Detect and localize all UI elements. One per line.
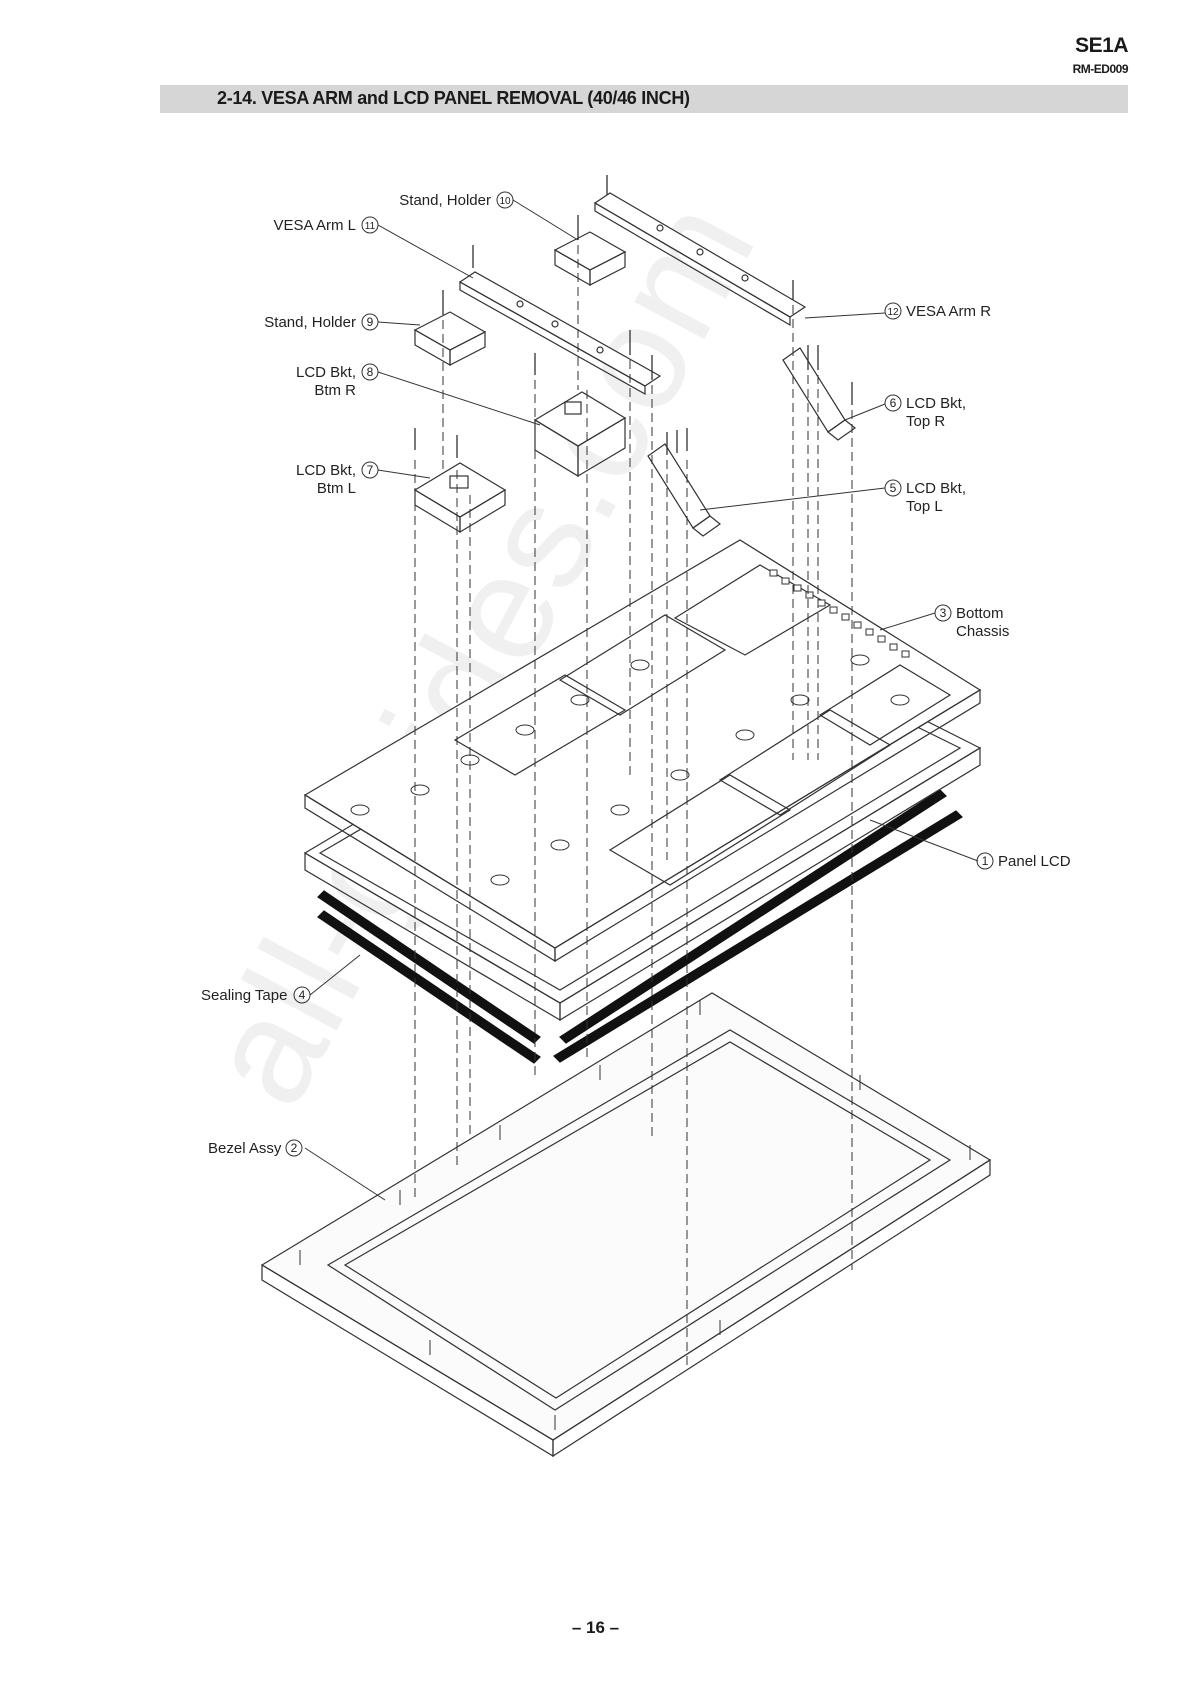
- lcd-bkt-top-l-part: [648, 444, 720, 536]
- callout-number-12: 12: [887, 307, 899, 318]
- vesa-arm-r-part: [595, 193, 805, 325]
- callout-number-9: 9: [367, 315, 374, 329]
- label-lcd-bkt-btm-r: LCD Bkt,: [296, 364, 356, 381]
- bezel-assy-part: [262, 993, 990, 1456]
- callout-number-6: 6: [890, 396, 897, 410]
- label-bottom-chassis-2: Chassis: [956, 623, 1009, 640]
- callout-number-2: 2: [291, 1141, 298, 1155]
- label-sealing-tape: Sealing Tape: [201, 987, 287, 1004]
- label-bezel-assy: Bezel Assy: [208, 1140, 282, 1157]
- label-lcd-bkt-top-l: LCD Bkt,: [906, 480, 966, 497]
- label-vesa-arm-r: VESA Arm R: [906, 303, 991, 320]
- callout-number-11: 11: [365, 221, 376, 232]
- label-bottom-chassis: Bottom: [956, 605, 1004, 622]
- callout-number-8: 8: [367, 365, 374, 379]
- label-lcd-bkt-btm-l: LCD Bkt,: [296, 462, 356, 479]
- label-stand-holder-10: Stand, Holder: [399, 192, 491, 209]
- callout-number-7: 7: [367, 463, 374, 477]
- callout-number-5: 5: [890, 481, 897, 495]
- label-vesa-arm-l: VESA Arm L: [273, 217, 356, 234]
- lcd-bkt-top-r-part: [783, 348, 855, 440]
- callout-number-3: 3: [940, 606, 947, 620]
- page-number: – 16 –: [0, 1618, 1191, 1638]
- label-lcd-bkt-btm-r-2: Btm R: [314, 382, 356, 399]
- callout-number-10: 10: [499, 196, 511, 207]
- callout-number-4: 4: [299, 988, 306, 1002]
- label-lcd-bkt-top-r: LCD Bkt,: [906, 395, 966, 412]
- stand-holder-9-part: [415, 312, 485, 365]
- label-panel-lcd: Panel LCD: [998, 853, 1071, 870]
- label-lcd-bkt-top-r-2: Top R: [906, 413, 945, 430]
- stand-holder-10-part: [555, 232, 625, 285]
- callout-number-1: 1: [982, 854, 989, 868]
- label-stand-holder-9: Stand, Holder: [264, 314, 356, 331]
- label-lcd-bkt-btm-l-2: Btm L: [317, 480, 356, 497]
- lcd-bkt-btm-r-part: [535, 392, 625, 476]
- label-lcd-bkt-top-l-2: Top L: [906, 498, 943, 515]
- lcd-bkt-btm-l-part: [415, 463, 505, 532]
